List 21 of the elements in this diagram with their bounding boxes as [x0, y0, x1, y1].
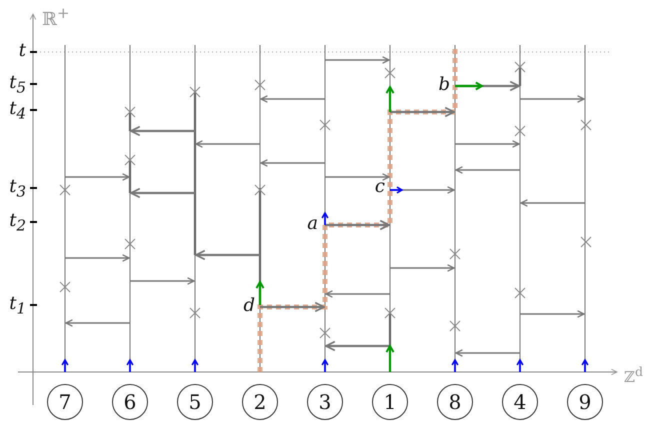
circle-node: 9 — [567, 384, 603, 420]
circle-node: 8 — [437, 384, 473, 420]
tick-label: t$_{4}$ — [9, 99, 26, 124]
circle-node: 5 — [177, 384, 213, 420]
circle-node: 4 — [502, 384, 538, 420]
circle-node: 2 — [242, 384, 278, 420]
axis-label: ℝ$^{+}$ — [42, 3, 70, 30]
tick-label: t$_{3}$ — [9, 177, 26, 202]
tick-label: t$_{1}$ — [9, 294, 26, 319]
point-label: a — [307, 214, 318, 234]
circle-node: 6 — [112, 384, 148, 420]
tick-label: t$_{2}$ — [9, 211, 26, 236]
tick-label: t — [18, 41, 26, 61]
circle-node: 7 — [47, 384, 83, 420]
point-label: d — [243, 296, 255, 316]
point-label: c — [374, 177, 385, 197]
axis-label: ℤ$^{d}$ — [624, 363, 643, 387]
point-label: b — [438, 75, 450, 95]
circle-node: 1 — [372, 384, 408, 420]
tick-label: t$_{5}$ — [9, 73, 26, 98]
circle-node: 3 — [307, 384, 343, 420]
